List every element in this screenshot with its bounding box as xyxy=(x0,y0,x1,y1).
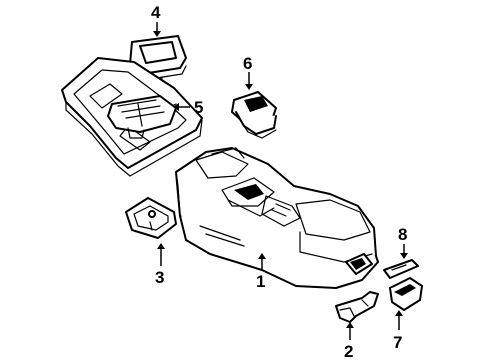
callout-7: 7 xyxy=(393,333,402,352)
callout-6: 6 xyxy=(243,54,252,73)
part-1-center-console xyxy=(175,147,379,289)
part-8-trim-piece xyxy=(383,259,419,279)
part-3-shift-boot-frame xyxy=(125,197,177,239)
callout-5: 5 xyxy=(194,98,203,117)
callout-labels: 4 6 5 3 1 8 7 2 xyxy=(151,3,407,360)
callout-8: 8 xyxy=(398,225,407,244)
callout-2: 2 xyxy=(344,342,353,360)
part-7-cover xyxy=(389,277,423,311)
part-4-shift-bezel-top xyxy=(129,35,187,87)
callout-1: 1 xyxy=(256,272,265,291)
part-2-bracket xyxy=(335,291,379,323)
callout-3: 3 xyxy=(155,268,164,287)
part-6-pocket xyxy=(231,91,277,139)
leader-lines xyxy=(153,22,408,340)
part-5-shift-plate xyxy=(107,95,177,139)
callout-4: 4 xyxy=(151,3,161,22)
